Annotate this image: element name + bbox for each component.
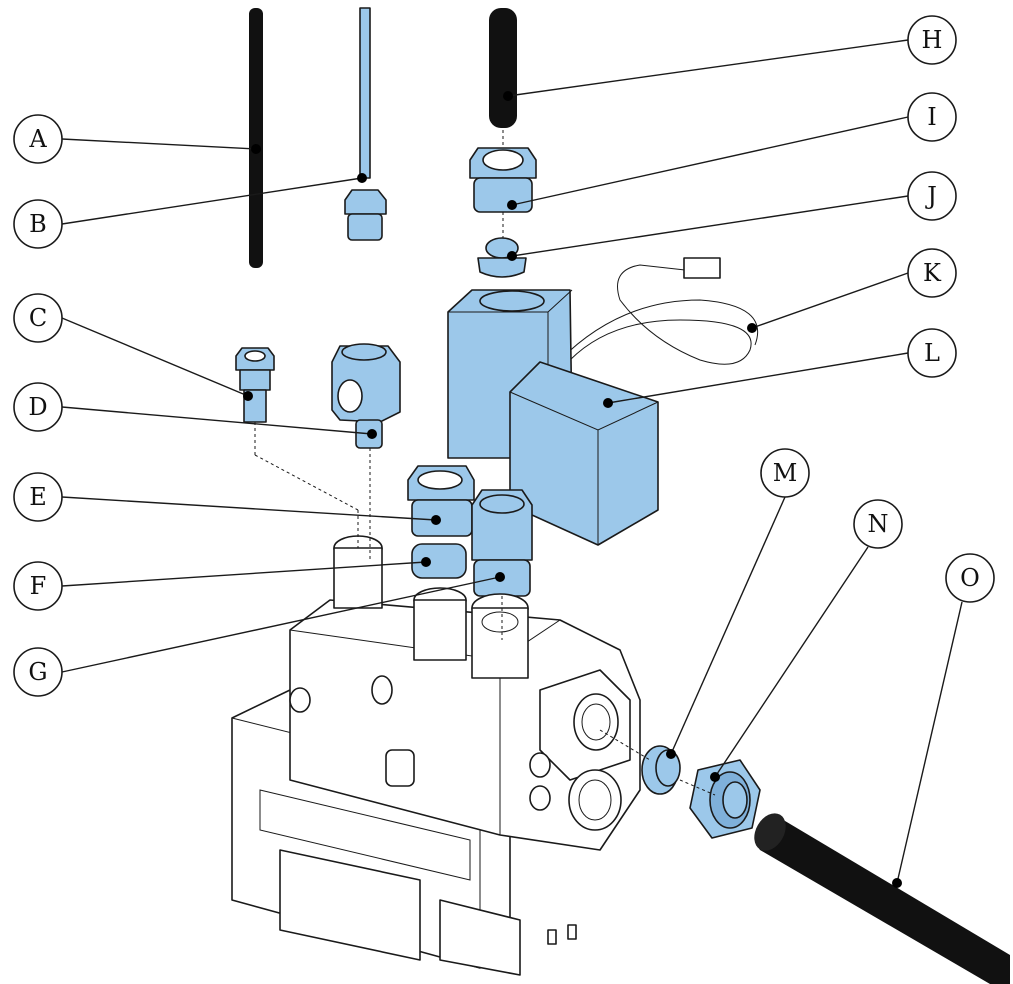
callout-k-label: K <box>923 259 942 287</box>
callout-a: A <box>13 114 63 164</box>
callout-f-label: F <box>30 572 47 600</box>
part-c-fitting <box>235 347 275 423</box>
callout-c-label: C <box>29 304 47 332</box>
callout-g-label: G <box>28 658 47 686</box>
callout-k: K <box>907 248 957 298</box>
callout-c: C <box>13 293 63 343</box>
callout-h-label: H <box>922 26 943 54</box>
callout-f: F <box>13 561 63 611</box>
callout-g: G <box>13 647 63 697</box>
part-k-wire <box>559 257 759 365</box>
part-b-tube <box>344 7 387 241</box>
callout-n-label: N <box>868 510 889 538</box>
callout-b-label: B <box>29 210 47 238</box>
callout-l: L <box>907 328 957 378</box>
part-d-fitting <box>331 343 401 449</box>
pipe-o-end <box>754 813 786 851</box>
callout-o-label: O <box>960 564 980 592</box>
leader-dots <box>243 91 902 888</box>
part-l-solenoid <box>447 289 659 546</box>
parts-efg <box>407 465 533 597</box>
callout-i: I <box>907 92 957 142</box>
pipe-a <box>249 8 263 268</box>
pipe-o <box>756 815 1010 984</box>
callout-j-label: J <box>924 182 937 210</box>
callout-m: M <box>760 448 810 498</box>
callout-d: D <box>13 382 63 432</box>
callout-e: E <box>13 472 63 522</box>
callout-j: J <box>907 171 957 221</box>
leader-lines <box>61 39 963 884</box>
callout-d-label: D <box>28 393 47 421</box>
callout-l-label: L <box>924 339 940 367</box>
callout-n: N <box>853 499 903 549</box>
callout-i-label: I <box>927 103 936 131</box>
assembly-lines <box>254 130 716 796</box>
parts-mn <box>641 745 761 839</box>
valve-body <box>231 535 641 976</box>
callout-m-label: M <box>773 459 798 487</box>
callout-b: B <box>13 199 63 249</box>
part-j-plug <box>477 237 527 278</box>
callout-e-label: E <box>29 483 47 511</box>
callout-h: H <box>907 15 957 65</box>
callout-o: O <box>945 553 995 603</box>
callout-a-label: A <box>28 125 47 153</box>
pipe-h <box>489 8 517 128</box>
